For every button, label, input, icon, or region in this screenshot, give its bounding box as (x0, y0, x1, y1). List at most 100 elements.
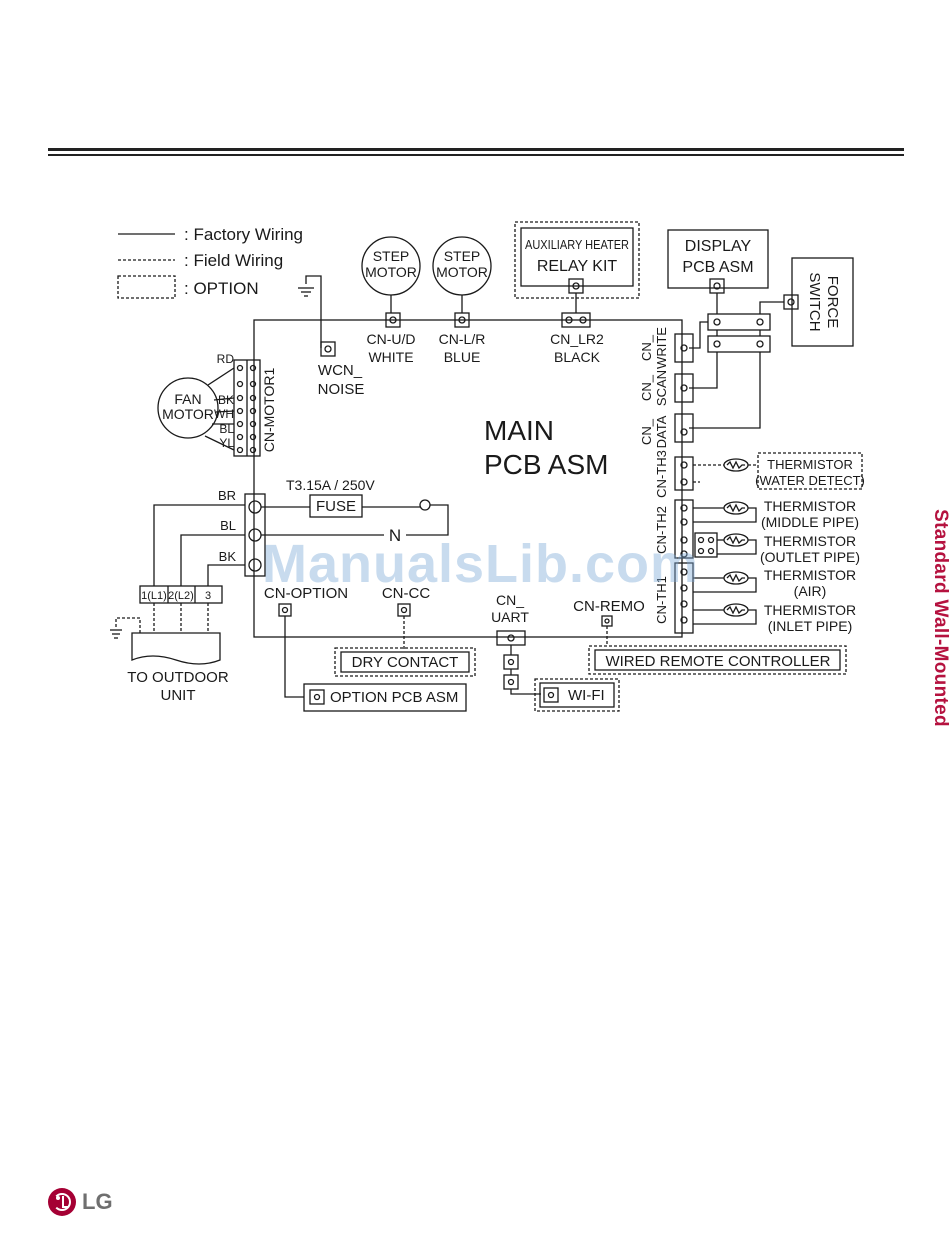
motor-wire-wh: WH (214, 407, 234, 421)
neutral-label: N (389, 526, 401, 545)
main-pcb-line1: MAIN (484, 415, 554, 446)
cn-option-label: CN-OPTION (264, 585, 348, 602)
legend-factory-label: : Factory Wiring (184, 225, 303, 244)
cn-lr-connector (454, 312, 470, 328)
cn-remo-connector (601, 615, 613, 627)
fan-motor-line2: MOTOR (162, 406, 214, 422)
wcn-noise-label-2: NOISE (318, 381, 365, 398)
wcn-noise-connector (320, 341, 336, 357)
force-switch-line1: FORCE (824, 276, 841, 329)
force-switch-box (791, 257, 854, 347)
motor-wire-yl: YL (219, 436, 234, 450)
cn-th3-connector (674, 456, 694, 491)
cn-ud-label-1: CN-U/D (367, 331, 416, 347)
section-side-tab-label: Standard Wall-Mounted (930, 509, 950, 727)
wired-remote-option-box (588, 645, 847, 675)
option-pcb-box (303, 683, 467, 712)
main-pcb-line2: PCB ASM (484, 449, 608, 480)
cn-uart-label-2: UART (491, 609, 529, 625)
cn-scan-label-1: CN_ (639, 374, 654, 401)
brand-logo: LG (48, 1186, 113, 1218)
outdoor-unit-line1: TO OUTDOOR (127, 669, 229, 686)
watermark: ManualsLib.com (262, 534, 700, 594)
outdoor-unit-shape (131, 632, 221, 665)
aux-heater-line1: AUXILIARY HEATER (525, 237, 629, 252)
main-pcb-outline (253, 319, 683, 638)
wifi-label: WI-FI (568, 687, 605, 704)
cn-cc-label: CN-CC (382, 585, 430, 602)
outdoor-unit-line2: UNIT (161, 687, 196, 704)
cn-scan-label-2: SCAN (654, 370, 669, 406)
dry-contact-label: DRY CONTACT (352, 654, 459, 671)
terminal-l1: 1(L1) (141, 590, 167, 602)
thermistor-water-2: (WATER DETECT) (755, 473, 865, 488)
cn-th1-connector (674, 562, 694, 634)
aux-heater-line2: RELAY KIT (537, 258, 618, 275)
fan-motor-line1: FAN (174, 391, 201, 407)
cn-lr2-label-2: BLACK (554, 349, 601, 365)
cn-lr-label-2: BLUE (444, 349, 481, 365)
brand-name: LG (82, 1189, 113, 1214)
step-motor-1-line2: MOTOR (365, 264, 417, 280)
cn-ud-label-2: WHITE (368, 349, 413, 365)
power-wire-br: BR (218, 488, 236, 503)
dry-contact-option-box (334, 647, 476, 677)
display-pcb-box (667, 229, 769, 289)
cn-scan-connector (674, 373, 694, 403)
wired-remote-label: WIRED REMOTE CONTROLLER (605, 653, 830, 670)
motor-wire-rd: RD (217, 352, 235, 366)
thermistor-outlet-1: THERMISTOR (764, 533, 856, 549)
cn-data-label-1: CN_ (639, 418, 654, 445)
display-pcb-line1: DISPLAY (685, 238, 752, 255)
thermistor-middle-2: (MIDDLE PIPE) (761, 514, 859, 530)
step-motor-2-line1: STEP (444, 248, 481, 264)
cn-option-connector (278, 603, 292, 617)
option-pcb-label: OPTION PCB ASM (330, 689, 458, 706)
aux-heater-option-box (514, 221, 640, 299)
water-detect-option-box (757, 452, 863, 490)
cn-write-connector (674, 333, 694, 363)
thermistor-middle-1: THERMISTOR (764, 498, 856, 514)
header-rule-thick (48, 148, 904, 151)
cn-lr2-label-1: CN_LR2 (550, 331, 604, 347)
thermistor-inlet-1: THERMISTOR (764, 602, 856, 618)
motor-wire-bk: BK (218, 393, 234, 407)
wifi-option-box (534, 678, 620, 712)
cn-th1-label: CN-TH1 (654, 576, 669, 624)
step-motor-1-line1: STEP (373, 248, 410, 264)
header-rule-thin (48, 154, 904, 156)
cn-uart-connector (496, 630, 526, 646)
cn-data-label-2: DATA (654, 415, 669, 448)
cn-write-label-2: WRITE (654, 327, 669, 369)
power-wire-bk: BK (219, 549, 237, 564)
cn-ud-connector (385, 312, 401, 328)
step-motor-2-line2: MOTOR (436, 264, 488, 280)
cn-write-label-1: CN_ (639, 334, 654, 361)
fuse-rating: T3.15A / 250V (286, 477, 375, 493)
terminal-l2: 2(L2) (168, 590, 194, 602)
aux-heater-box (520, 227, 634, 287)
thermistor-inlet-2: (INLET PIPE) (768, 618, 853, 634)
cn-cc-connector (397, 603, 411, 617)
legend-option-box (117, 275, 176, 299)
cn-th2-connector (674, 499, 694, 559)
thermistor-air-2: (AIR) (794, 583, 827, 599)
cn-lr2-connector (561, 312, 591, 328)
power-wire-bl: BL (220, 518, 236, 533)
section-side-tab: Standard Wall-Mounted (927, 488, 950, 748)
legend-option-label: : OPTION (184, 279, 259, 298)
fuse-label: FUSE (316, 498, 356, 515)
cn-lr-label-1: CN-L/R (439, 331, 486, 347)
cn-uart-label-1: CN_ (496, 592, 524, 608)
fuse-box (309, 494, 363, 518)
cn-data-connector (674, 413, 694, 443)
cn-motor1-label: CN-MOTOR1 (261, 368, 277, 453)
wcn-noise-label-1: WCN_ (318, 362, 363, 379)
lg-logo-icon (48, 1188, 76, 1216)
cn-remo-label: CN-REMO (573, 598, 645, 615)
motor-wire-bl: BL (219, 422, 234, 436)
cn-th3-label: CN-TH3 (654, 450, 669, 498)
fan-motor (157, 377, 219, 439)
thermistor-water-1: THERMISTOR (767, 457, 853, 472)
